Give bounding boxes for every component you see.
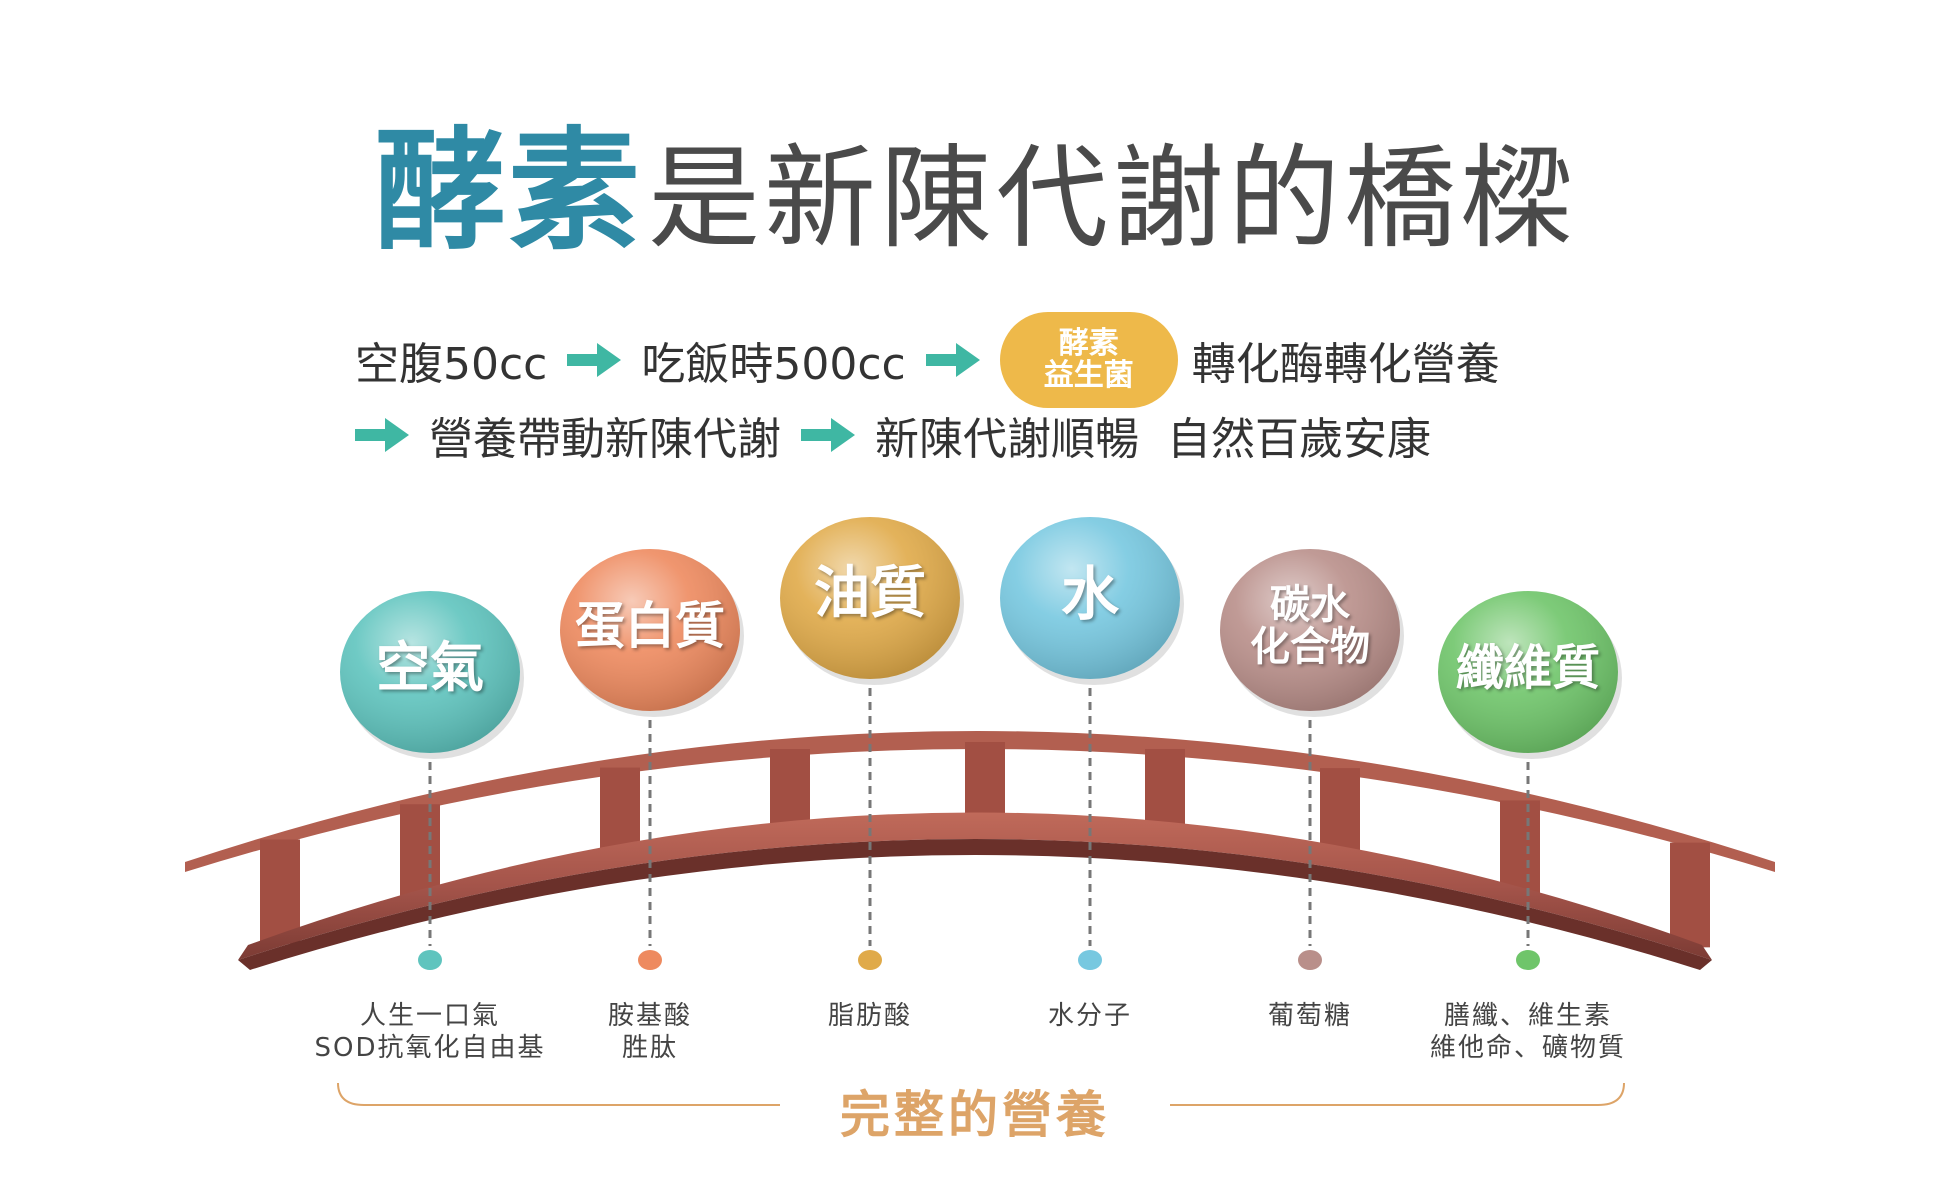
nutrient-detail: 脂肪酸 xyxy=(720,1000,1020,1032)
bridge-post xyxy=(600,767,640,855)
sphere-highlight xyxy=(560,549,740,711)
nutrient-detail-line: 膳纖、維生素 xyxy=(1443,1001,1612,1031)
connector-dots xyxy=(418,950,1540,970)
connector-dot xyxy=(858,950,882,970)
nutrient-detail: 胺基酸胜肽 xyxy=(500,1000,800,1064)
nutrient-label-line: 纖維質 xyxy=(1455,639,1600,696)
bridge-post xyxy=(965,742,1005,824)
nutrient-detail-line: 胜肽 xyxy=(621,1033,678,1063)
flow-row-2: 營養帶動新陳代謝 新陳代謝順暢 自然百歲安康 xyxy=(355,405,1431,465)
nutrient-label: 水 xyxy=(990,559,1190,628)
connector-dot xyxy=(1298,950,1322,970)
flow-row-1: 空腹50cc 吃飯時500cc 酵素 益生菌 轉化酶轉化營養 xyxy=(355,310,1500,410)
bridge-post xyxy=(1320,768,1360,856)
connector-lines xyxy=(428,688,1530,946)
bridge-post xyxy=(1500,800,1540,896)
nutrient-detail-line: 維他命、礦物質 xyxy=(1429,1033,1626,1063)
connector-dot xyxy=(638,950,662,970)
nutrient-label: 纖維質 xyxy=(1428,639,1628,696)
nutrient-detail-line: 葡萄糖 xyxy=(1267,1001,1352,1031)
nutrient-detail-line: 人生一口氣 xyxy=(359,1001,500,1031)
nutrient-label: 空氣 xyxy=(330,635,530,699)
nutrient-label: 碳水化合物 xyxy=(1210,584,1410,668)
page-title: 酵素是新陳代謝的橋樑 xyxy=(0,85,1950,276)
nutrient-label-line: 空氣 xyxy=(376,635,484,699)
nutrient-detail: 膳纖、維生素維他命、礦物質 xyxy=(1378,1000,1678,1064)
bracket-right xyxy=(1170,1082,1625,1106)
flow-step-convert: 轉化酶轉化營養 xyxy=(1191,339,1500,390)
nutrient-detail-line: 水分子 xyxy=(1047,1001,1132,1031)
complete-nutrition-title: 完整的營養 xyxy=(840,1086,1110,1144)
sphere-highlight xyxy=(340,591,520,753)
flow-step-meal: 吃飯時500cc xyxy=(641,339,906,390)
sphere-highlight xyxy=(780,517,960,679)
arrow-right-icon xyxy=(925,343,980,377)
bridge xyxy=(185,731,1775,970)
nutrient-label-line: 水 xyxy=(1060,559,1119,628)
nutrient-detail: 葡萄糖 xyxy=(1160,1000,1460,1032)
sphere-highlight xyxy=(1000,517,1180,679)
title-highlight: 酵素 xyxy=(374,115,642,269)
bridge-deck xyxy=(238,812,1712,960)
nutrient-spheres xyxy=(340,517,1622,759)
connector-dot xyxy=(1516,950,1540,970)
bridge-post xyxy=(770,749,810,832)
arrow-right-icon xyxy=(355,418,409,452)
nutrient-detail-line: 胺基酸 xyxy=(607,1001,692,1031)
nutrient-label-line: 碳水 xyxy=(1270,582,1350,628)
arrow-right-icon xyxy=(801,418,855,452)
bridge-post xyxy=(260,839,300,944)
flow-step-metabolism: 營養帶動新陳代謝 xyxy=(429,414,781,465)
flow-step-longevity: 新陳代謝順暢 自然百歲安康 xyxy=(875,414,1431,465)
nutrient-label-line: 油質 xyxy=(814,560,926,626)
bracket-left xyxy=(337,1082,780,1106)
nutrient-label: 油質 xyxy=(770,560,970,626)
enzyme-probiotic-badge: 酵素 益生菌 xyxy=(999,312,1178,408)
badge-line-1: 酵素 xyxy=(1058,326,1119,361)
connector-dot xyxy=(418,950,442,970)
bridge-handrail xyxy=(185,731,1775,872)
bridge-post xyxy=(400,804,440,901)
badge-line-2: 益生菌 xyxy=(1043,358,1134,393)
flow-step-empty-stomach: 空腹50cc xyxy=(355,339,548,390)
nutrient-label-line: 蛋白質 xyxy=(575,596,725,655)
nutrient-label-line: 化合物 xyxy=(1250,624,1370,670)
bridge-deck-shadow xyxy=(238,839,1712,970)
nutrient-detail: 水分子 xyxy=(940,1000,1240,1032)
title-rest: 是新陳代謝的橋樑 xyxy=(648,134,1576,264)
nutrient-detail-line: SOD抗氧化自由基 xyxy=(314,1033,546,1063)
nutrient-label: 蛋白質 xyxy=(550,600,750,653)
sphere-highlight xyxy=(1220,549,1400,711)
bridge-post xyxy=(1670,842,1710,948)
bridge-post xyxy=(1145,748,1185,832)
nutrient-detail-line: 脂肪酸 xyxy=(827,1001,912,1031)
sphere-highlight xyxy=(1438,591,1618,753)
arrow-right-icon xyxy=(567,343,622,377)
connector-dot xyxy=(1078,950,1102,970)
